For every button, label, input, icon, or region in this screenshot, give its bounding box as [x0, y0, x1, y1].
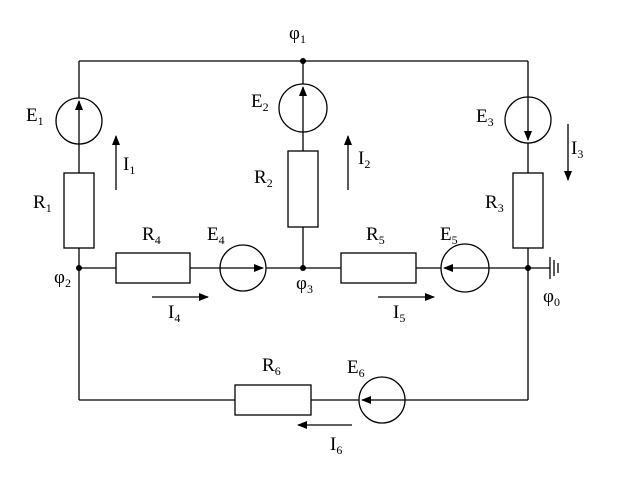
source-e2 — [278, 83, 328, 133]
junctions — [76, 58, 531, 271]
label-i2: I2 — [358, 148, 370, 171]
resistor-r6 — [234, 384, 312, 416]
ground-symbol — [549, 257, 559, 279]
resistor-r2 — [287, 150, 319, 228]
label-e3: E3 — [476, 106, 494, 129]
label-i1: I1 — [123, 154, 135, 177]
labels: φ1 φ2 φ3 φ0 E1 E2 E3 E4 E5 E6 R1 R2 R3 R… — [26, 23, 583, 457]
resistor-r5 — [340, 252, 417, 284]
junction-phi2 — [76, 265, 82, 271]
label-phi1: φ1 — [289, 23, 306, 46]
label-e6: E6 — [347, 357, 365, 380]
junction-phi1 — [300, 58, 306, 64]
label-r5: R5 — [366, 224, 385, 247]
resistor-r3 — [512, 172, 544, 249]
label-i3: I3 — [571, 138, 583, 161]
label-r2: R2 — [254, 167, 273, 190]
label-r3: R3 — [485, 192, 504, 215]
label-i5: I5 — [393, 302, 405, 325]
junction-phi0 — [525, 265, 531, 271]
label-e2: E2 — [251, 91, 269, 114]
label-e4: E4 — [207, 224, 225, 247]
resistor-r1 — [63, 172, 95, 249]
label-phi0: φ0 — [543, 286, 560, 309]
junction-phi3 — [300, 265, 306, 271]
label-phi2: φ2 — [54, 267, 71, 290]
label-r6: R6 — [262, 355, 281, 378]
label-phi3: φ3 — [296, 273, 313, 296]
resistor-r4 — [115, 252, 191, 284]
current-arrows — [112, 124, 572, 429]
source-e3 — [504, 96, 552, 144]
source-e5 — [440, 243, 490, 293]
source-e1 — [55, 97, 103, 145]
label-e1: E1 — [26, 105, 44, 128]
label-i6: I6 — [330, 434, 342, 457]
source-e4 — [219, 244, 267, 292]
label-i4: I4 — [168, 302, 180, 325]
sources — [55, 83, 552, 424]
source-e6 — [358, 376, 406, 424]
label-e5: E5 — [440, 224, 458, 247]
label-r1: R1 — [33, 192, 52, 215]
label-r4: R4 — [142, 224, 161, 247]
resistors — [63, 150, 544, 416]
